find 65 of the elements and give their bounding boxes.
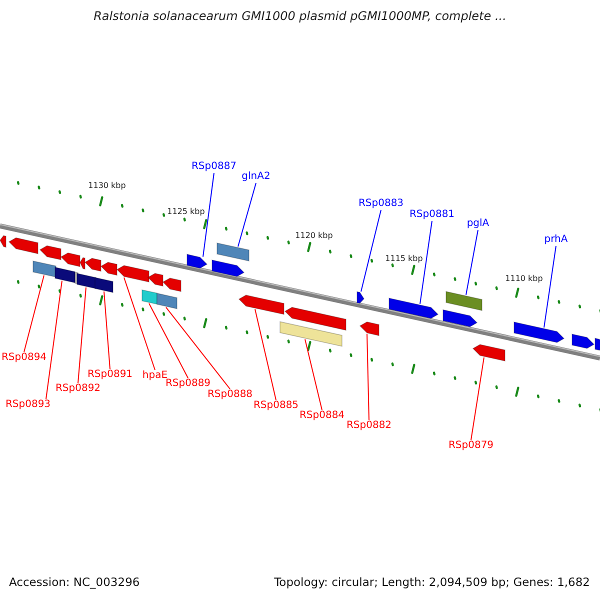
gene-label: prhA [544, 234, 568, 246]
gene-label: pglA [466, 218, 490, 230]
leader-line [104, 291, 110, 370]
gene-symbol [388, 298, 439, 319]
scale-label: 1115 kbp [385, 254, 423, 264]
scale-label: 1120 kbp [295, 231, 333, 241]
gene-symbol [514, 322, 565, 343]
leader-line [420, 220, 432, 304]
leader-line [544, 246, 556, 328]
gene-symbol [238, 294, 284, 315]
gene-label: glnA2 [242, 171, 270, 183]
gene-label: RSp0888 [207, 389, 253, 401]
leader-line [304, 338, 322, 410]
gene-bar [94, 277, 114, 293]
leader-line [466, 230, 478, 296]
gene-label: RSp0879 [448, 440, 494, 452]
gene-label: RSp0894 [1, 352, 47, 364]
leader-line [470, 356, 484, 440]
gene-symbol [472, 344, 506, 362]
gene-label: RSp0891 [87, 369, 133, 381]
gene-label: RSp0881 [409, 209, 455, 221]
leader-line [148, 302, 188, 378]
leader-line [366, 333, 370, 420]
gene-symbol [100, 262, 118, 276]
leader-line [360, 210, 382, 292]
leader-line [24, 274, 44, 352]
gene-label: RSp0893 [5, 399, 51, 411]
gene-symbol [442, 309, 478, 328]
topology-note: Topology: circular; Length: 2,094,509 bp; Genes: 1,682 [274, 575, 590, 589]
gene-bar [156, 292, 178, 310]
gene-symbol [39, 245, 62, 260]
accession-note: Accession: NC_003296 [9, 575, 140, 589]
gene-symbol [359, 321, 380, 336]
gene-bar [216, 242, 250, 262]
gene-symbol [162, 278, 182, 292]
gene-bar [76, 272, 96, 290]
gene-label: RSp0889 [165, 378, 211, 390]
gene-bar [32, 260, 56, 278]
leader-line [238, 182, 256, 248]
gene-label: RSp0885 [253, 400, 299, 412]
gene-label: hpaE [142, 370, 168, 382]
leader-line [124, 277, 156, 370]
gene-symbol [284, 306, 346, 331]
scale-label: 1110 kbp [505, 274, 543, 284]
chart-title: Ralstonia solanacearum GMI1000 plasmid pGMI1000MP, complete ... [92, 9, 508, 23]
gene-bar [446, 291, 482, 311]
scale-label: 1125 kbp [167, 207, 205, 217]
gene-bar [280, 321, 342, 347]
gene-label: RSp0884 [299, 410, 345, 422]
gene-label: RSp0882 [346, 420, 392, 432]
gene-symbol [186, 254, 208, 269]
leader-line [78, 286, 86, 384]
scale-label: 1130 kbp [88, 181, 126, 191]
gene-label: RSp0892 [55, 383, 101, 395]
gene-bar [54, 266, 76, 284]
leader-line [202, 172, 214, 258]
gene-label: RSp0887 [191, 161, 237, 173]
gene-symbol [147, 272, 164, 287]
leader-line [254, 308, 276, 400]
gene-symbol [212, 260, 245, 277]
gene-bar [142, 289, 158, 305]
gene-symbol [356, 291, 364, 304]
leader-line [46, 280, 62, 400]
leader-line [166, 306, 230, 390]
gene-label: RSp0883 [358, 198, 404, 210]
